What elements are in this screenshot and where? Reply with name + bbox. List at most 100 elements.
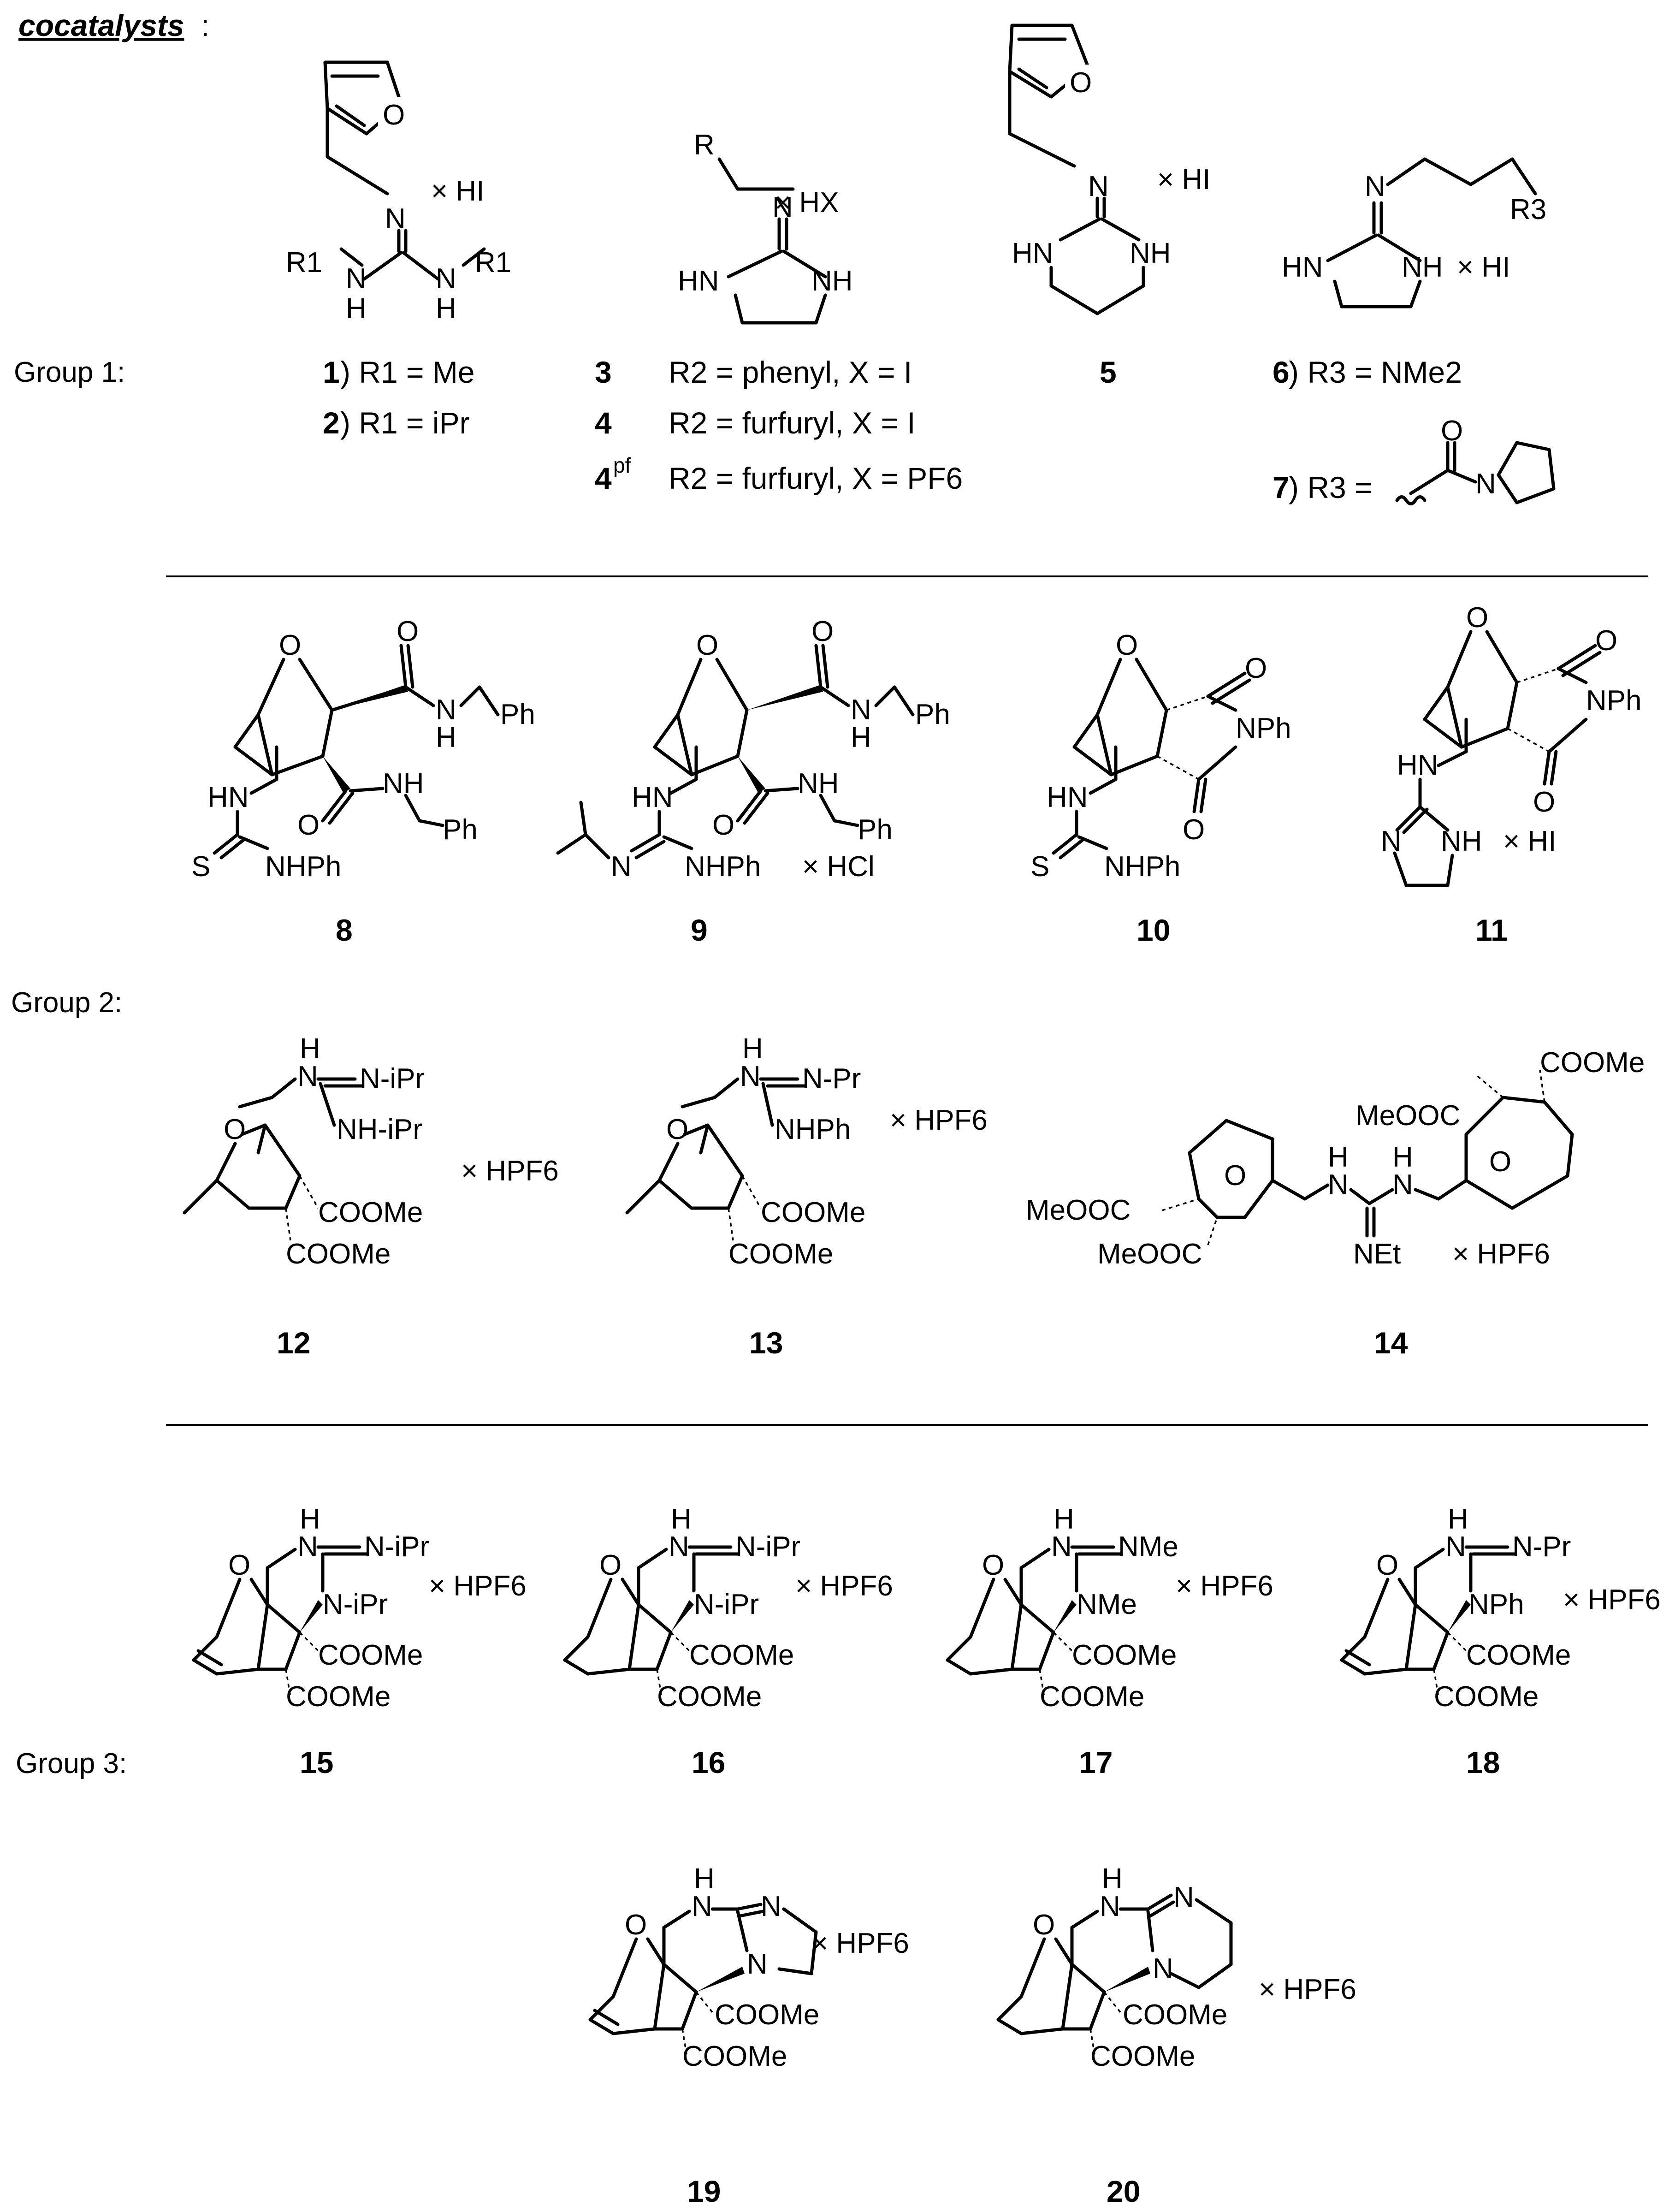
compound-6-7-salt: × HI (1457, 251, 1510, 283)
compound-14-salt: × HPF6 (1452, 1238, 1550, 1270)
svg-text:O: O (666, 1114, 688, 1145)
svg-text:N: N (1088, 171, 1109, 202)
svg-text:S: S (1030, 851, 1049, 883)
svg-text:N-iPr: N-iPr (364, 1531, 429, 1563)
svg-text:O: O (1070, 67, 1092, 99)
svg-text:NH: NH (798, 768, 839, 800)
svg-text:O: O (1595, 625, 1617, 657)
svg-text:N: N (385, 203, 406, 235)
svg-text:O: O (811, 616, 834, 647)
compound-9-salt: × HCl (802, 851, 875, 883)
svg-text:N: N (761, 1891, 781, 1922)
svg-text:O: O (224, 1114, 246, 1145)
svg-text:O: O (625, 1909, 647, 1941)
compound-2-number: 2 (323, 406, 340, 440)
compound-10-structure: O O NPh O HN S NHPh (1030, 629, 1291, 883)
svg-text:N-iPr: N-iPr (694, 1589, 759, 1620)
compound-6-number: 6 (1273, 355, 1290, 389)
svg-text:R1: R1 (475, 247, 511, 279)
compound-16-structure: H N N-iPr N-iPr O COOMe COOMe (563, 1503, 800, 1713)
svg-text:NH: NH (1130, 237, 1171, 269)
svg-text:NPh: NPh (1586, 685, 1642, 717)
svg-text:R: R (694, 129, 715, 161)
compound-14-structure: MeOOC MeOOC O N H NEt N H O MeOOC (1026, 1047, 1645, 1270)
compound-17-number: 17 (1079, 1745, 1113, 1779)
svg-text:HN: HN (1012, 237, 1054, 269)
compound-2-caption: ) R1 = iPr (340, 406, 470, 440)
svg-text:N: N (1475, 468, 1496, 500)
svg-text:COOMe: COOMe (286, 1681, 391, 1713)
compound-4pf-caption: R2 = furfuryl, X = PF6 (669, 461, 963, 495)
svg-text:N: N (851, 694, 871, 726)
compound-5-structure: O N HN NH (1008, 24, 1171, 315)
svg-text:COOMe: COOMe (682, 2040, 787, 2072)
svg-text:N: N (1328, 1169, 1349, 1201)
svg-text:O: O (383, 99, 405, 131)
svg-text:N: N (772, 191, 793, 223)
compound-16-salt: × HPF6 (795, 1570, 893, 1602)
svg-text:N: N (1173, 1881, 1194, 1913)
svg-text:COOMe: COOMe (1540, 1047, 1645, 1079)
compound-7-number: 7 (1273, 470, 1290, 504)
svg-text:R1: R1 (286, 247, 322, 279)
svg-text:NH-iPr: NH-iPr (337, 1114, 422, 1145)
compound-11-number: 11 (1475, 913, 1508, 947)
svg-text:O: O (397, 616, 419, 647)
svg-text:NHPh: NHPh (265, 851, 341, 883)
svg-text:H: H (694, 1863, 715, 1895)
svg-text:NMe: NMe (1118, 1531, 1178, 1563)
svg-text:N: N (1381, 825, 1402, 857)
svg-text:O: O (1245, 652, 1267, 684)
compound-4pf-superscript: pf (613, 453, 631, 477)
svg-text:N: N (1051, 1531, 1072, 1563)
compound-8-structure: O O N H Ph O NH Ph HN S N (191, 616, 535, 883)
svg-text:N-iPr: N-iPr (360, 1063, 425, 1095)
svg-text:O: O (982, 1549, 1004, 1581)
svg-text:N: N (1365, 171, 1385, 202)
compound-1-caption: ) R1 = Me (340, 355, 475, 389)
compound-16-number: 16 (692, 1745, 725, 1779)
compound-6-7-structure: N R3 HN NH (1282, 157, 1546, 308)
compound-19-salt: × HPF6 (811, 1927, 909, 1959)
svg-text:Ph: Ph (858, 814, 893, 846)
svg-text:R3: R3 (1510, 194, 1546, 225)
compound-17-salt: × HPF6 (1176, 1570, 1273, 1602)
svg-text:H: H (851, 722, 871, 753)
svg-text:COOMe: COOMe (657, 1681, 762, 1713)
compound-1-2-structure: O N R1 R1 N H N H (286, 60, 511, 325)
svg-text:N: N (692, 1891, 712, 1922)
svg-text:H: H (671, 1503, 692, 1535)
svg-text:O: O (712, 809, 734, 841)
svg-text:O: O (297, 809, 320, 841)
svg-text:O: O (1466, 602, 1488, 634)
svg-text:N: N (669, 1531, 689, 1563)
svg-text:COOMe: COOMe (1466, 1639, 1571, 1671)
svg-text:HN: HN (207, 782, 249, 813)
svg-text:N: N (436, 263, 456, 295)
svg-text:H: H (346, 293, 367, 325)
svg-text:H: H (436, 293, 456, 325)
svg-text:NPh: NPh (1236, 712, 1291, 744)
svg-text:O: O (279, 629, 301, 661)
svg-text:HN: HN (1397, 749, 1438, 781)
svg-text:O: O (599, 1549, 621, 1581)
compound-3-caption: R2 = phenyl, X = I (669, 355, 912, 389)
svg-text:NHPh: NHPh (1104, 851, 1180, 883)
svg-text:Ph: Ph (915, 699, 950, 730)
svg-text:COOMe: COOMe (1434, 1681, 1539, 1713)
svg-text:NH: NH (1402, 251, 1443, 283)
compound-4-number: 4 (595, 406, 612, 440)
compound-10-number: 10 (1136, 913, 1170, 947)
svg-text:O: O (1441, 415, 1463, 447)
compound-18-number: 18 (1466, 1745, 1500, 1779)
compound-3-4-salt: × HX (775, 187, 839, 219)
svg-text:COOMe: COOMe (1090, 2040, 1195, 2072)
compound-18-salt: × HPF6 (1563, 1584, 1661, 1616)
svg-text:COOMe: COOMe (1040, 1681, 1144, 1713)
svg-text:H: H (1102, 1863, 1123, 1895)
compound-4pf-number: 4 (595, 461, 612, 495)
svg-text:O: O (1224, 1160, 1246, 1192)
svg-text:COOMe: COOMe (728, 1238, 833, 1270)
svg-text:O: O (228, 1549, 250, 1581)
